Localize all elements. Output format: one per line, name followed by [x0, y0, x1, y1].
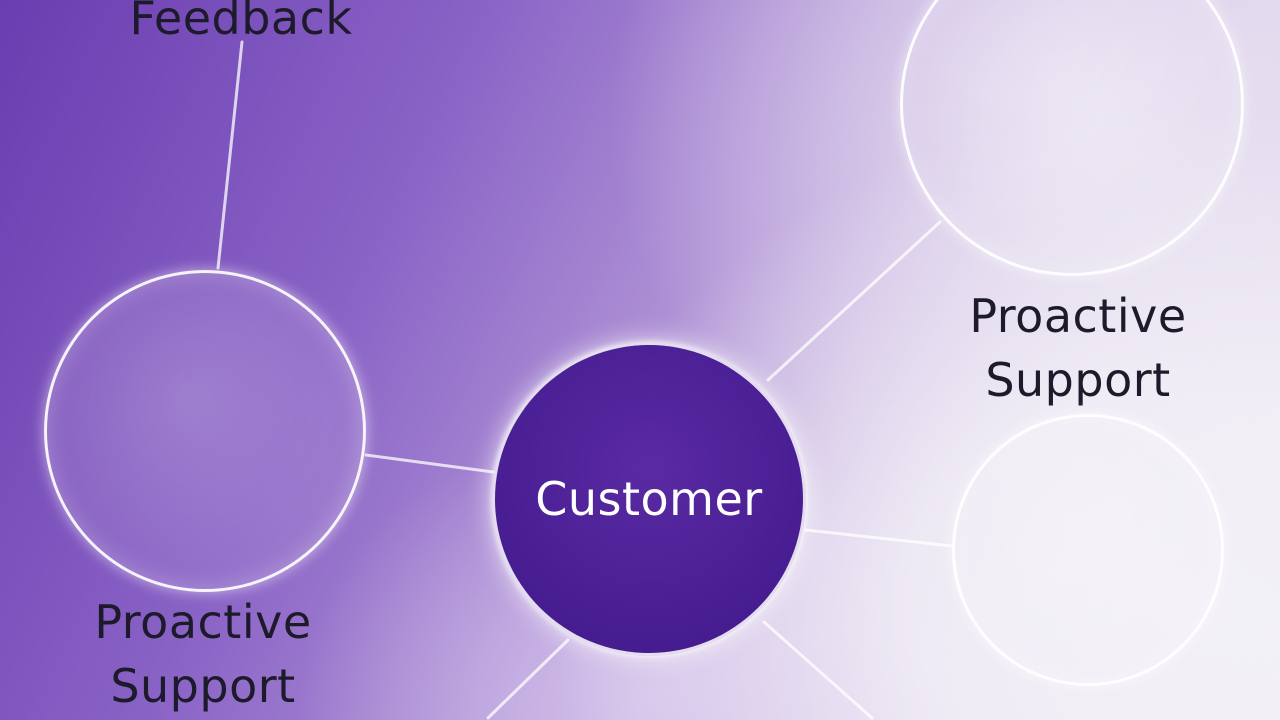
- connector-top-right: [766, 220, 942, 382]
- node-label-line: Proactive: [969, 289, 1187, 343]
- node-circle-right: [952, 414, 1224, 686]
- node-circle-top-right: [900, 0, 1244, 276]
- connector-top-left: [216, 40, 244, 270]
- node-circle-left: [44, 270, 366, 592]
- node-label-left: Proactive Support: [58, 590, 348, 718]
- connector-bottom-right: [762, 620, 874, 720]
- node-label-line: Proactive: [94, 595, 312, 649]
- node-label-top-right: Proactive Support: [930, 284, 1226, 412]
- node-label-line: Feedback: [129, 0, 353, 45]
- center-node-customer: Customer: [492, 342, 806, 656]
- center-node-label: Customer: [535, 472, 763, 526]
- node-label-line: Support: [985, 353, 1171, 407]
- connector-bottom-left: [486, 638, 570, 720]
- connector-right: [804, 528, 954, 548]
- node-label-line: Support: [110, 659, 296, 713]
- node-label-feedback: Feedback: [96, 0, 386, 50]
- connector-left: [364, 453, 495, 474]
